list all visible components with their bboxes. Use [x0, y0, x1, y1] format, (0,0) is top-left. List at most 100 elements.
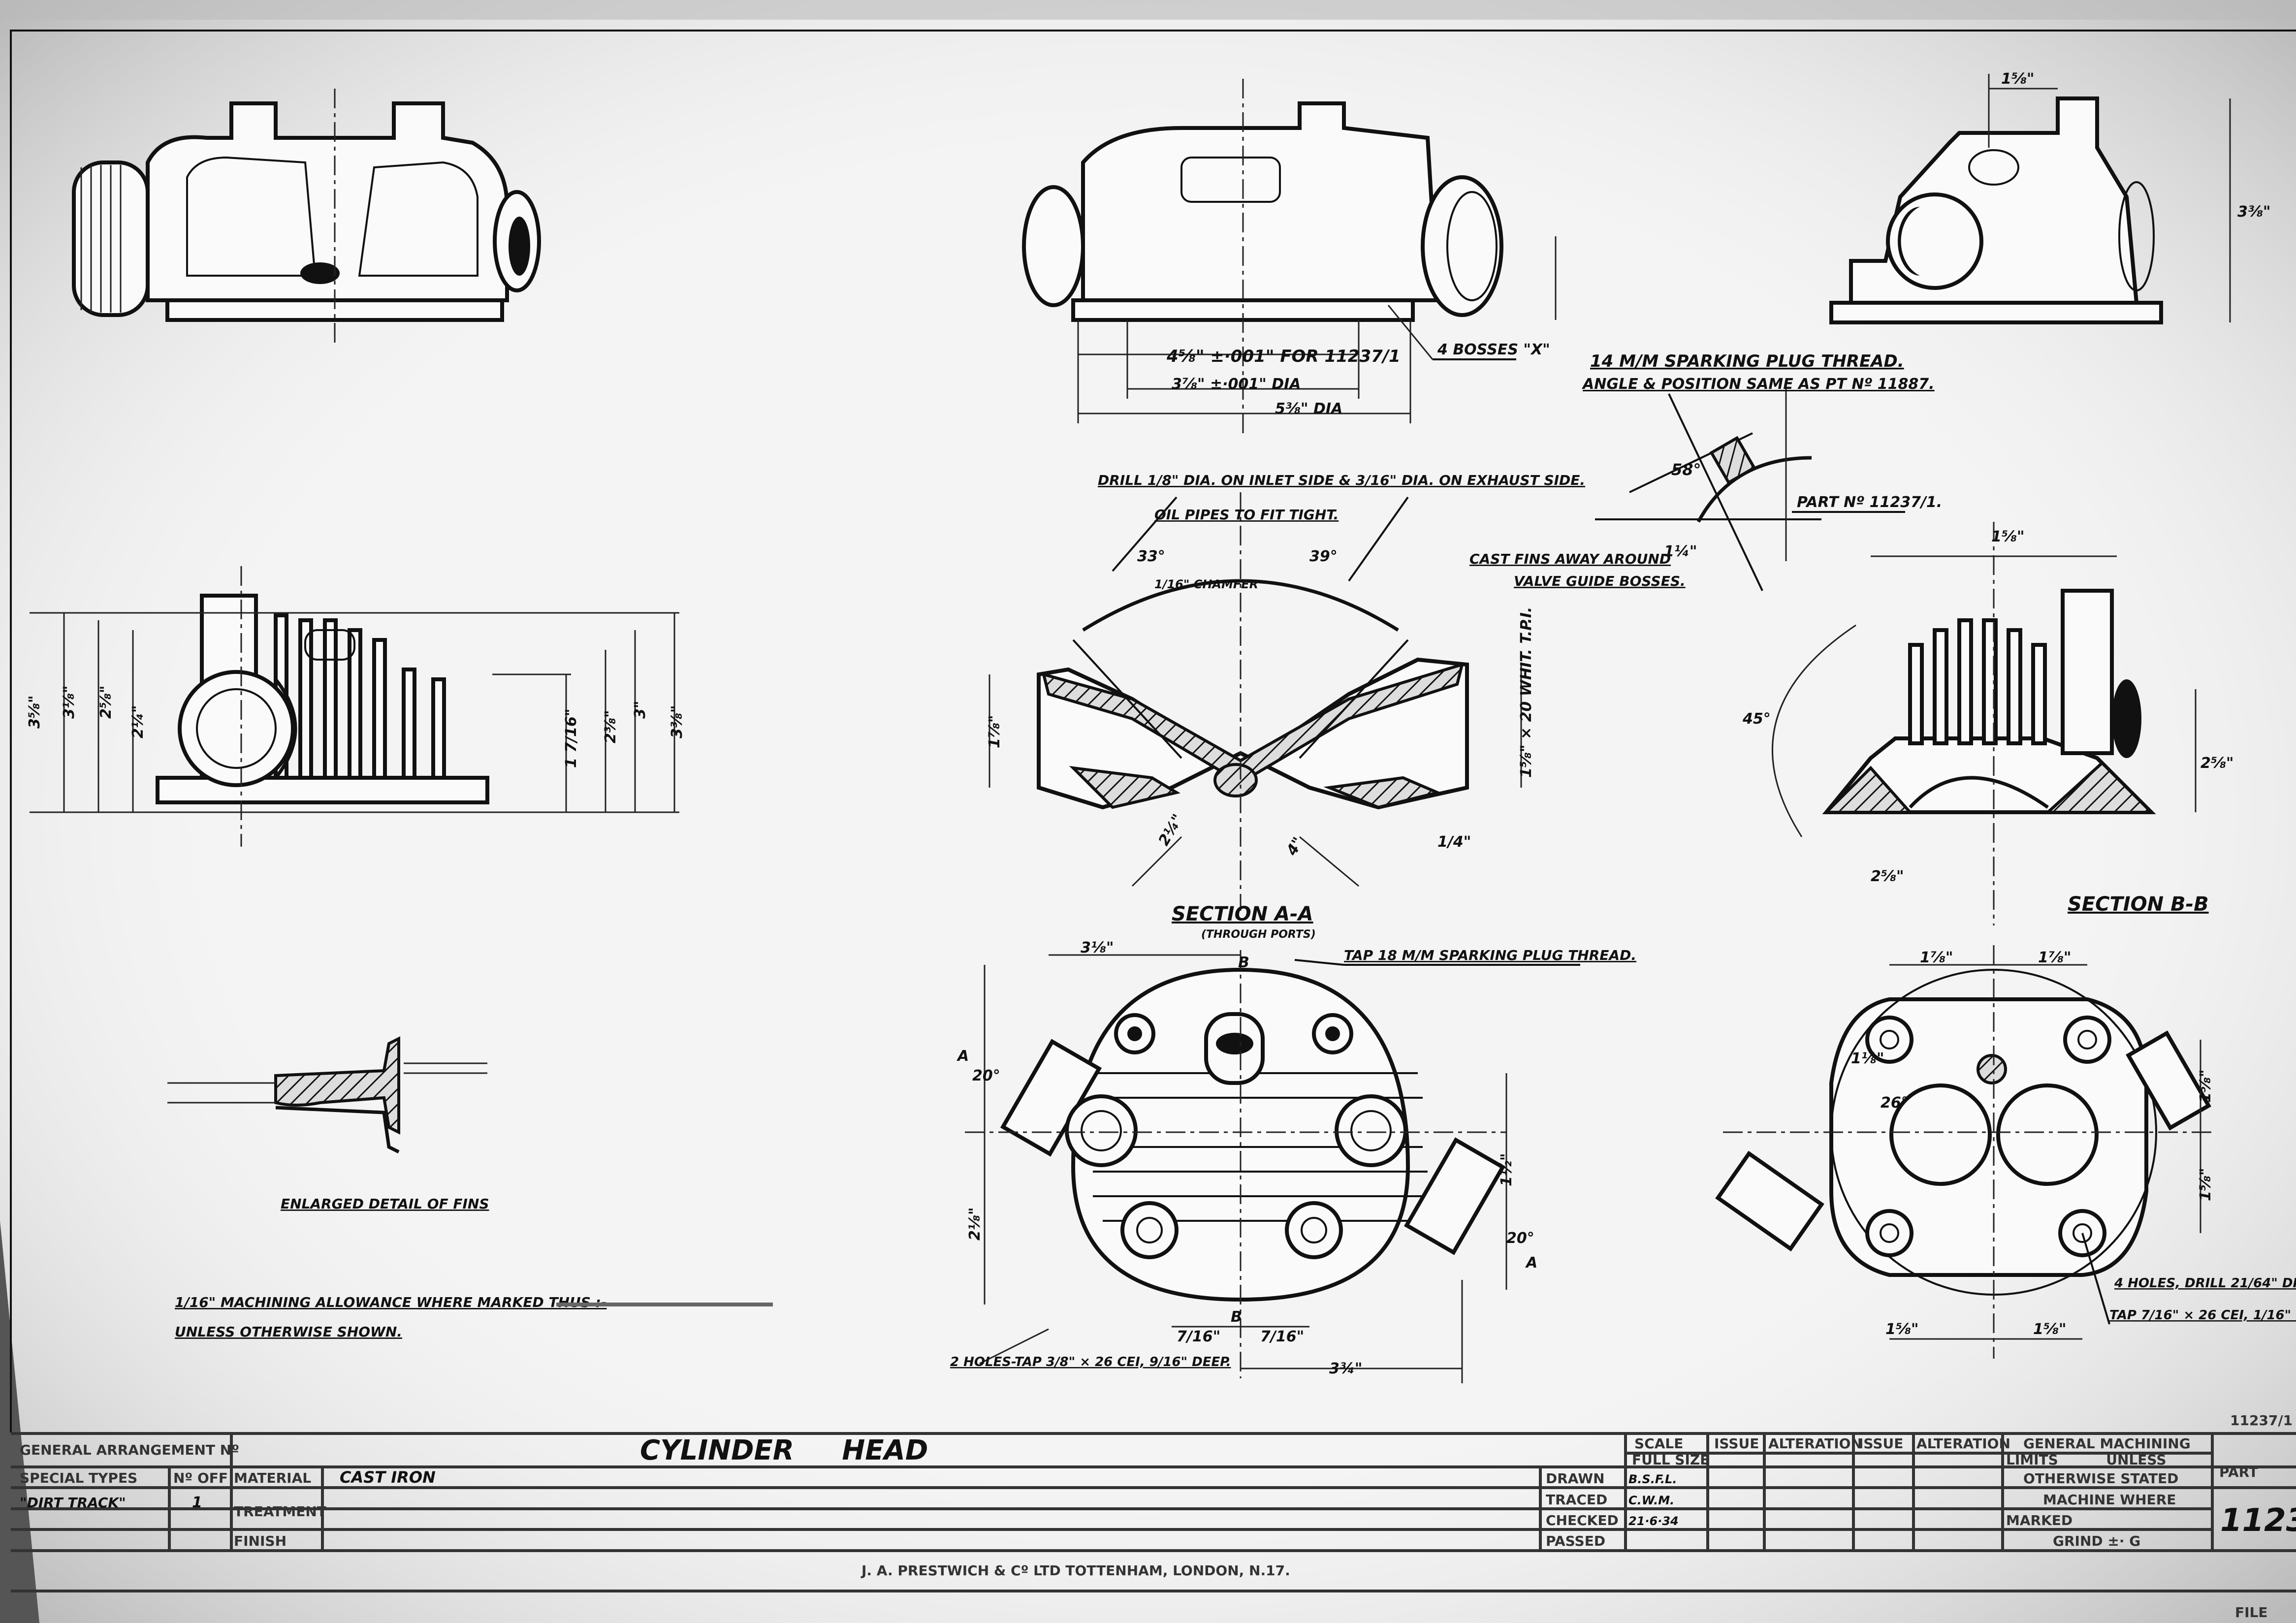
- dim-1-12: 1½": [1498, 1153, 1515, 1186]
- general-machining-label: GENERAL MACHINING: [2023, 1435, 2191, 1452]
- tap-716-note: TAP 7/16" × 26 CEI, 1/16" DEEP: [2109, 1308, 2296, 1323]
- plan-view-top: [1715, 945, 2215, 1359]
- drawn-value: B.S.F.L.: [1628, 1472, 1677, 1486]
- angle-45: 45°: [1742, 710, 1771, 728]
- section-mark-b-top: B: [1238, 954, 1249, 971]
- dim-2-18: 2⅛": [966, 1207, 984, 1241]
- dim-1-78: 1⅞": [986, 715, 1003, 748]
- inlet-pipe: [1022, 185, 1085, 307]
- fin-section: [274, 1036, 400, 1135]
- valve-port-inlet: [1889, 1083, 1992, 1186]
- view-top-right: [1829, 74, 2231, 324]
- angle-39: 39°: [1309, 548, 1338, 565]
- section-hatch-lower: [1069, 765, 1442, 809]
- view-side-elevation: [30, 566, 679, 847]
- dim-1-58-c: 1⅝": [2197, 1069, 2214, 1103]
- inlet-port: [1886, 192, 1983, 290]
- dim-1-58: 1⅝": [2001, 70, 2035, 88]
- angle-58-label: 58°: [1671, 460, 1701, 479]
- dim-3-34: 3¾": [1329, 1360, 1363, 1377]
- plug-hole: [1216, 1033, 1253, 1054]
- section-mark-a-left: A: [957, 1048, 969, 1065]
- port-outline-left: [186, 156, 317, 277]
- exhaust-pipe: [2126, 1030, 2211, 1131]
- head-body: [146, 101, 509, 302]
- dim-3: 3": [632, 700, 649, 719]
- drill-oil-note: DRILL 1/8" DIA. ON INLET SIDE & 3/16" DI…: [1098, 472, 1585, 488]
- oil-pipes-note: OIL PIPES TO FIT TIGHT.: [1154, 507, 1339, 523]
- dim-3-38: 3⅜": [2237, 203, 2271, 221]
- special-types-label: SPECIAL TYPES: [20, 1470, 137, 1486]
- tower: [2061, 589, 2114, 755]
- section-mark-b-bottom: B: [1231, 1308, 1242, 1326]
- section-b-b-view: [1771, 522, 2197, 925]
- dim-1-716: 1 7/16": [563, 708, 580, 768]
- tap-18-note: TAP 18 M/M SPARKING PLUG THREAD.: [1344, 947, 1636, 963]
- type-value: "DIRT TRACK": [20, 1495, 126, 1511]
- view-top-left: [72, 89, 541, 345]
- machining-allowance-note: 1/16" MACHINING ALLOWANCE WHERE MARKED T…: [175, 1294, 606, 1310]
- plug-boss: [304, 629, 355, 661]
- barrel-fins: [80, 165, 122, 313]
- base-flange: [1829, 301, 2163, 324]
- exhaust-pipe: [1403, 1137, 1506, 1255]
- section-hatch: [1822, 761, 2155, 814]
- off-value: 1: [192, 1494, 202, 1511]
- dim-2-58-c: 2⅝": [1871, 868, 1904, 885]
- barrel: [2118, 181, 2155, 291]
- machine-where-label: MACHINE WHERE: [2043, 1492, 2176, 1508]
- two-holes-note: 2 HOLES-TAP 3/8" × 26 CEI, 9/16" DEEP.: [950, 1355, 1231, 1369]
- barrel-end: [2112, 679, 2141, 758]
- dim-thread-tpi: 1⅝" × 20 WHIT. T.P.I.: [1518, 607, 1535, 778]
- material-value: CAST IRON: [340, 1468, 436, 1487]
- dim-2-38: 2⅜": [602, 710, 619, 743]
- part-number-top: 11237/1: [2230, 1412, 2293, 1429]
- gen-arrangement-label: GENERAL ARRANGEMENT Nº: [20, 1442, 239, 1458]
- angle-33: 33°: [1137, 548, 1165, 565]
- traced-label: TRACED: [1546, 1492, 1607, 1508]
- enlarged-fins-title: ENLARGED DETAIL OF FINS: [281, 1196, 489, 1212]
- passed-label: PASSED: [1546, 1533, 1605, 1549]
- dia-378-note: 3⅞" ±·001" DIA: [1172, 376, 1301, 393]
- spark-thread-14-note: 14 M/M SPARKING PLUG THREAD.: [1590, 351, 1904, 371]
- issue-2-label: ISSUE: [1858, 1435, 1903, 1452]
- section-mark-a-right: A: [1525, 1254, 1537, 1272]
- section-b-b-title: SECTION B-B: [2068, 893, 2209, 916]
- limits-label: LIMITS UNLESS: [2006, 1452, 2167, 1468]
- angle-20-b: 20°: [1506, 1230, 1534, 1247]
- dim-2-58-b: 2⅝": [2200, 755, 2234, 772]
- alteration-1-label: ALTERATION: [1768, 1435, 1862, 1452]
- scale-label: SCALE: [1634, 1435, 1683, 1452]
- plan-view-underside: [965, 950, 1580, 1383]
- cast-fins-note-1: CAST FINS AWAY AROUND: [1469, 551, 1671, 567]
- dim-1-58-b: 1⅝": [1991, 528, 2025, 545]
- chamfer-note: 1/16" CHAMFER: [1154, 577, 1258, 591]
- dim-3-58: 3⅝": [26, 695, 43, 729]
- plug-boss: [1968, 149, 2019, 186]
- dim-1-58-e: 1⅝": [1885, 1321, 1919, 1338]
- top-edge: [0, 0, 2296, 20]
- cast-lettering-panel: [1180, 157, 1281, 203]
- dim-1-78-b: 1⅞": [1920, 949, 1953, 966]
- drawing-title: CYLINDER HEAD: [640, 1434, 928, 1466]
- marked-label: MARKED: [2006, 1512, 2073, 1528]
- four-holes-note: 4 HOLES, DRILL 21/64" DIA, 1/16" DEEP: [2114, 1276, 2296, 1291]
- port-outline-right: [358, 161, 478, 277]
- checked-label: CHECKED: [1546, 1512, 1619, 1528]
- angle-position-note: ANGLE & POSITION SAME AS PT Nº 11887.: [1582, 376, 1935, 393]
- plug-hole-section: [1213, 763, 1258, 797]
- finned-barrel: [1421, 175, 1503, 317]
- fin-detail-view: [167, 1036, 487, 1154]
- part-label: PART: [2219, 1464, 2258, 1480]
- bolt-bosses: [1065, 1013, 1407, 1259]
- checked-value: 21·6·34: [1628, 1514, 1679, 1528]
- company-name: J. A. PRESTWICH & Cº LTD TOTTENHAM, LOND…: [861, 1562, 1290, 1579]
- grind-label: GRIND ±· G: [2053, 1533, 2140, 1549]
- dim-1-14: 1¼": [1664, 543, 1697, 560]
- base-flange: [156, 776, 489, 804]
- file-label: FILE: [2235, 1604, 2268, 1621]
- alteration-2-label: ALTERATION: [1916, 1435, 2010, 1452]
- dim-7-16-left: 7/16": [1177, 1328, 1220, 1345]
- drawn-label: DRAWN: [1546, 1470, 1605, 1487]
